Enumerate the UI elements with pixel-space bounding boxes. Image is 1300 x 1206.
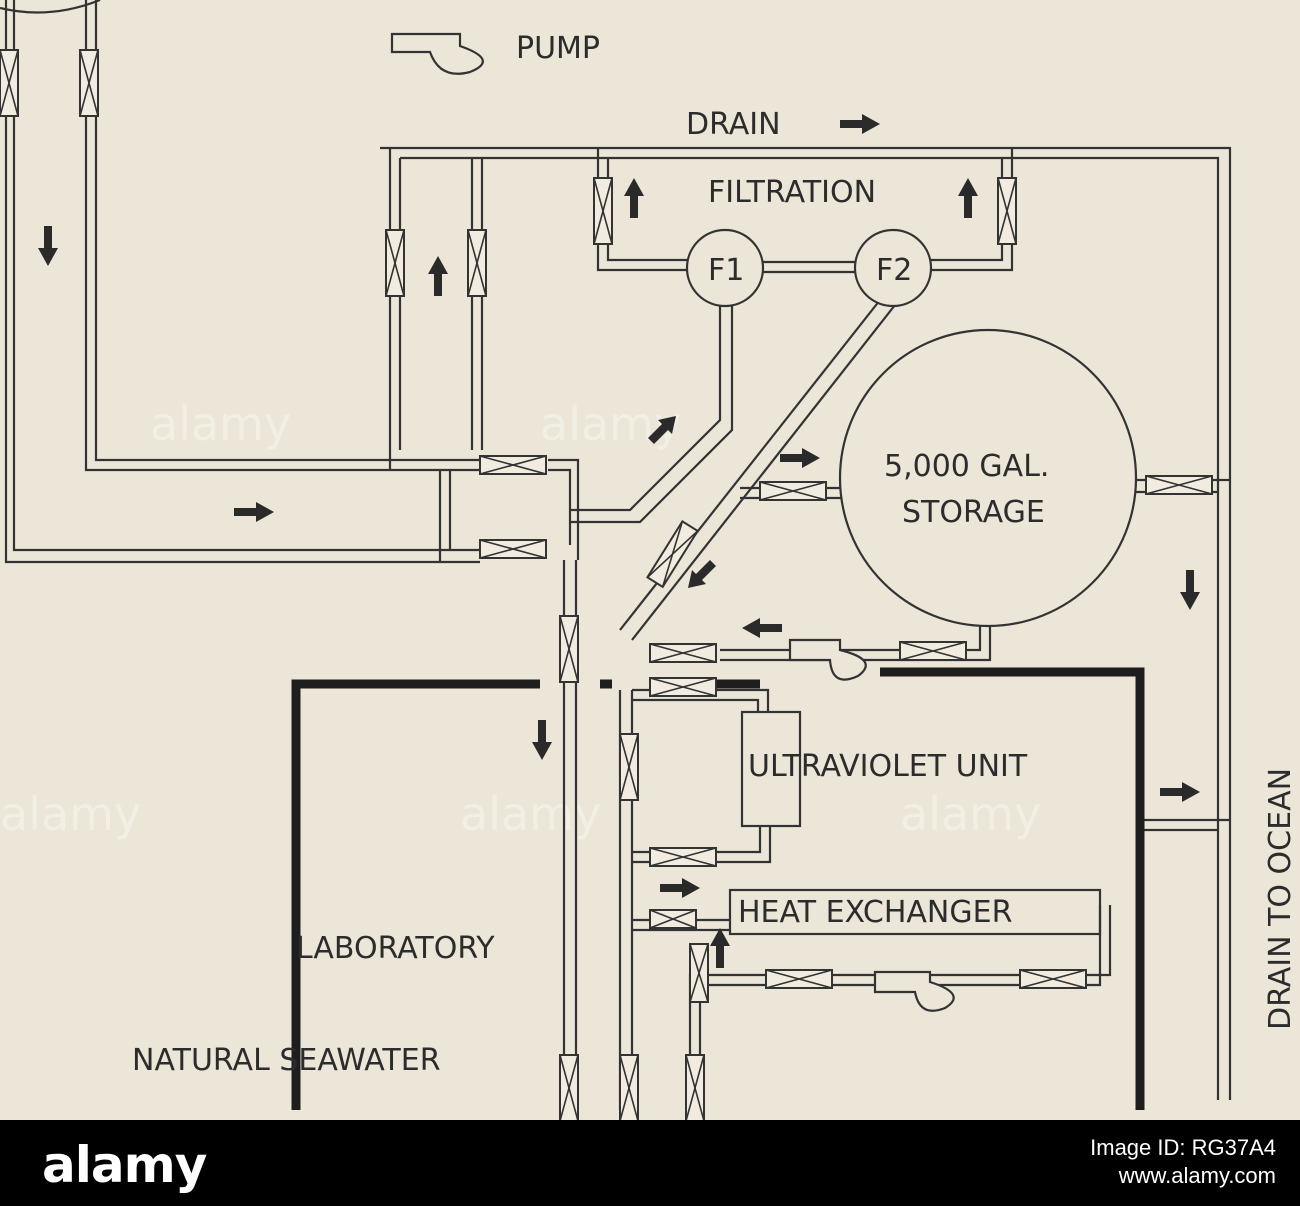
site-url: www.alamy.com — [1118, 1163, 1276, 1188]
filter-f1-label: F1 — [708, 253, 744, 288]
arrow-right-icon — [1160, 782, 1200, 802]
storage-label: STORAGE — [902, 495, 1045, 530]
arrow-up-icon — [710, 928, 730, 968]
valve — [479, 539, 547, 559]
valve — [685, 1054, 705, 1120]
image-id: Image ID: RG37A4 — [1090, 1135, 1276, 1160]
arrow-down-icon — [38, 226, 58, 266]
valve — [649, 847, 717, 867]
arrow-up-icon — [624, 178, 644, 218]
watermark: alamy — [540, 397, 681, 451]
laboratory-label: LABORATORY — [296, 931, 495, 966]
watermark: alamy — [0, 787, 141, 841]
watermark-footer: alamy Image ID: RG37A4 www.alamy.com — [0, 1120, 1300, 1206]
brand-logo: alamy — [42, 1136, 207, 1194]
ultraviolet-unit — [740, 710, 802, 828]
valve — [619, 733, 639, 801]
seawater-system-diagram: alamy alamy alamy alamy alamy alamy — [0, 0, 1300, 1120]
arrow-left-icon — [742, 618, 782, 638]
watermark: alamy — [150, 397, 291, 451]
pump-icon — [788, 638, 867, 681]
arrow-down-icon — [1180, 570, 1200, 610]
valve — [997, 177, 1017, 245]
watermark: alamy — [900, 787, 1041, 841]
valve — [759, 481, 827, 501]
valve — [0, 49, 19, 117]
watermark-layer: alamy alamy alamy alamy alamy alamy — [0, 397, 1071, 841]
uv-unit-label: ULTRAVIOLET UNIT — [748, 749, 1028, 784]
valve — [649, 677, 717, 697]
flow-arrows — [38, 114, 1200, 968]
drain-label: DRAIN — [686, 107, 781, 142]
arrow-right-icon — [780, 448, 820, 468]
arrow-up-right-icon — [648, 416, 676, 444]
filter-f2-label: F2 — [876, 253, 912, 288]
arrow-right-icon — [840, 114, 880, 134]
watermark: alamy — [460, 787, 601, 841]
arrow-down-left-icon — [688, 560, 716, 588]
valve — [649, 643, 717, 663]
valve — [559, 615, 579, 683]
valve — [79, 49, 99, 117]
valve — [619, 1054, 639, 1120]
pipe-network — [4, 0, 1232, 1110]
heat-exchanger — [728, 888, 1102, 936]
pump-icon — [873, 970, 955, 1012]
image-id-block: Image ID: RG37A4 www.alamy.com — [1090, 1134, 1276, 1190]
tank-fragment — [0, 0, 101, 14]
valve — [646, 520, 700, 589]
drain-to-ocean-label: DRAIN TO OCEAN — [1263, 768, 1298, 1030]
valve — [765, 969, 833, 989]
filter-f1 — [685, 228, 765, 308]
arrow-down-icon — [532, 720, 552, 760]
arrow-up-icon — [428, 256, 448, 296]
valve — [649, 909, 697, 929]
valve — [899, 641, 967, 661]
pump-icon — [390, 32, 484, 75]
arrow-right-icon — [660, 878, 700, 898]
valves — [0, 49, 1213, 1120]
arrow-up-icon — [958, 178, 978, 218]
storage-tank — [838, 328, 1138, 628]
storage-capacity-label: 5,000 GAL. — [884, 449, 1049, 484]
arrow-right-icon — [234, 502, 274, 522]
valve — [559, 1054, 579, 1120]
natural-seawater-label: NATURAL SEAWATER — [132, 1043, 441, 1078]
filter-f2 — [853, 228, 933, 308]
valve — [467, 229, 487, 297]
valve — [689, 943, 709, 1003]
pump-legend-label: PUMP — [516, 31, 600, 66]
heat-exchanger-label: HEAT EXCHANGER — [738, 895, 1012, 930]
valve — [385, 229, 405, 297]
valve — [1019, 969, 1087, 989]
filtration-label: FILTRATION — [708, 175, 876, 210]
valve — [1145, 475, 1213, 495]
valve — [593, 177, 613, 245]
valve — [479, 455, 547, 475]
